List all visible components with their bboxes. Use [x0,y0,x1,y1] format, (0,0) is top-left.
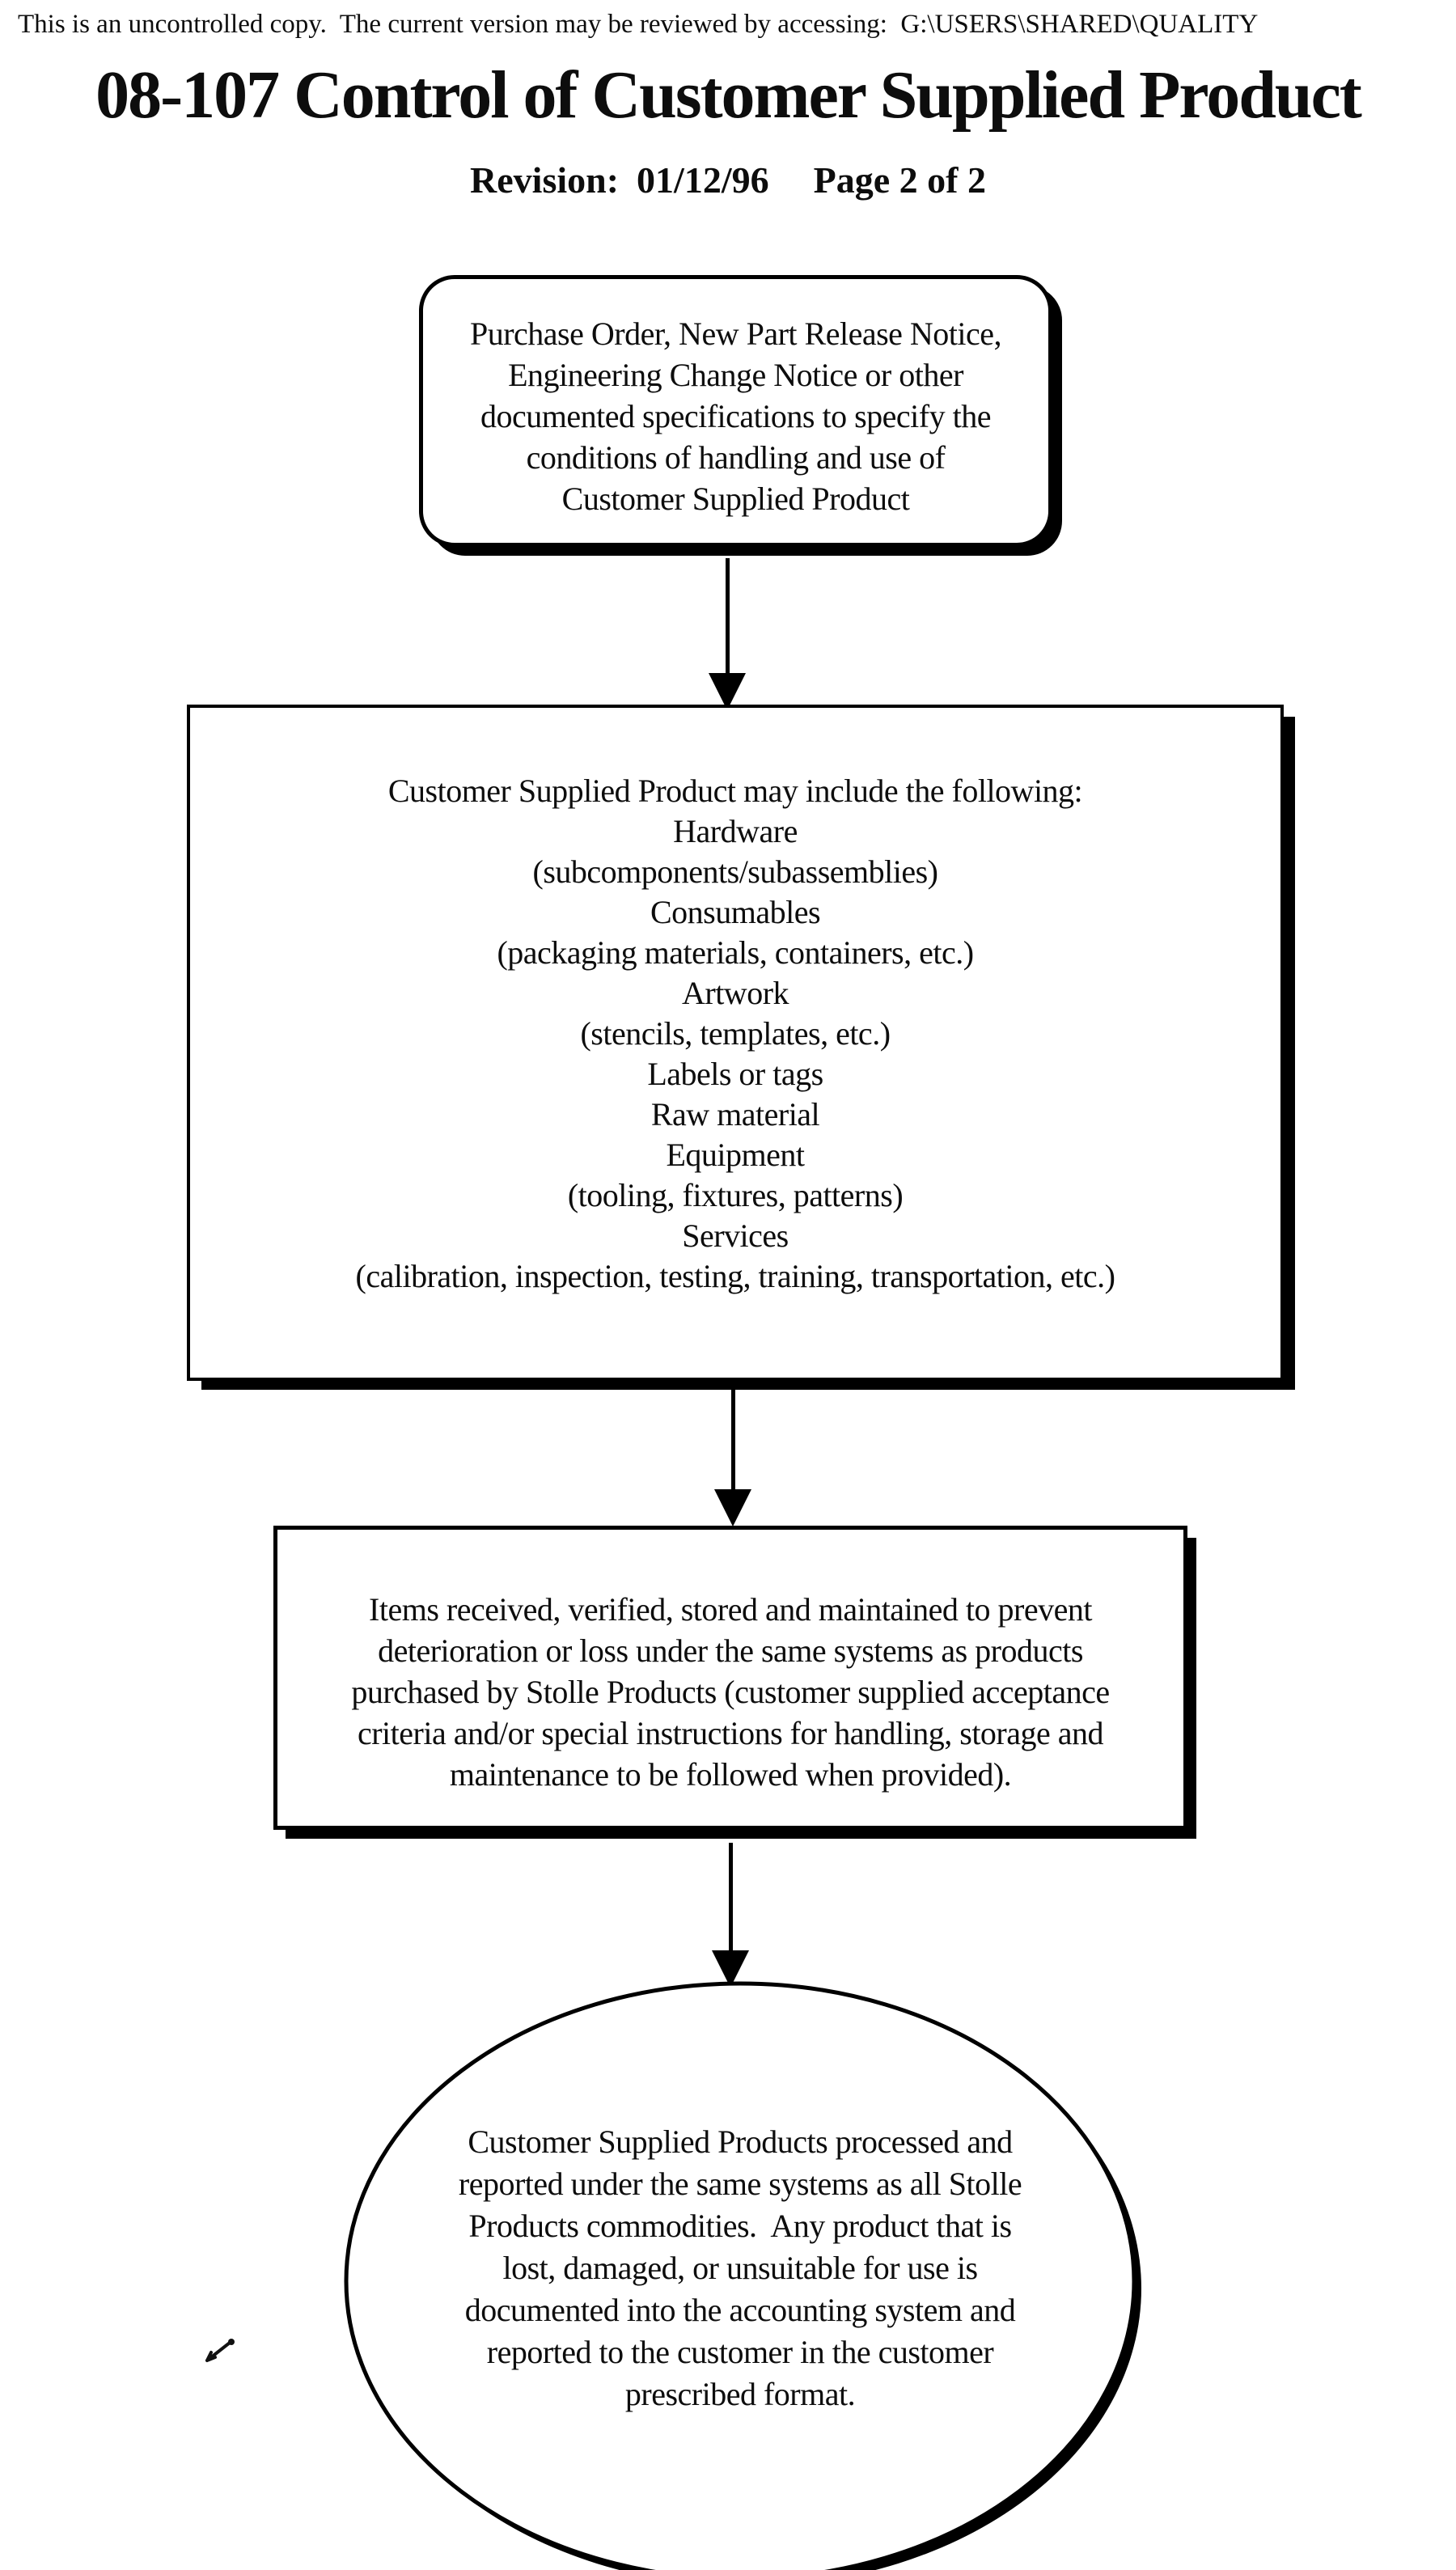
text-line: Consumables [650,894,821,930]
stray-pen-mark [205,2339,235,2362]
text-line: (packaging materials, containers, etc.) [497,934,974,971]
text-line: (tooling, fixtures, patterns) [567,1177,904,1213]
text-line: Purchase Order, New Part Release Notice, [469,315,1002,352]
text-line: Customer Supplied Product [561,481,910,517]
arrowhead-down-icon [714,1489,751,1526]
text-line: lost, damaged, or unsuitable for use is [502,2250,978,2286]
text-line: Products commodities. Any product that i… [468,2208,1012,2244]
text-line: reported under the same systems as all S… [458,2166,1022,2202]
text-line: Items received, verified, stored and mai… [369,1591,1092,1628]
arrow-shaft [726,558,730,676]
text-line: Labels or tags [647,1056,823,1092]
end-node-processing: Customer Supplied Products processed and… [380,2121,1100,2415]
text-line: criteria and/or special instructions for… [357,1715,1104,1751]
text-line: prescribed format. [624,2376,856,2412]
text-line: (subcomponents/subassemblies) [532,853,939,890]
text-line: deterioration or loss under the same sys… [378,1632,1083,1669]
arrow-shaft [731,1387,735,1492]
end-node-ellipse-shape [344,1981,1141,2570]
text-line: documented into the accounting system an… [464,2292,1016,2328]
text-line: (stencils, templates, etc.) [580,1015,891,1052]
revision-label: Revision: [470,159,620,201]
text-line: Hardware [673,813,798,849]
arrow-shaft [729,1843,733,1953]
start-node-specifications: Purchase Order, New Part Release Notice,… [419,275,1052,547]
text-line: Equipment [666,1137,805,1173]
text-line: documented specifications to specify the [480,398,991,434]
arrowhead-down-icon [712,1950,749,1988]
text-line: Artwork [681,975,789,1011]
process-node-storage: Items received, verified, stored and mai… [273,1526,1187,1830]
arrowhead-down-icon [709,673,746,710]
text-line: (calibration, inspection, testing, train… [355,1258,1115,1294]
text-line: purchased by Stolle Products (customer s… [351,1674,1110,1710]
text-line: maintenance to be followed when provided… [449,1756,1012,1793]
text-line: conditions of handling and use of [526,439,946,476]
page-number: Page 2 of 2 [813,159,986,201]
text-line: Services [682,1217,789,1254]
ellipse-outline [344,1981,1136,2570]
process-node-product-types: Customer Supplied Product may include th… [187,705,1284,1381]
text-line: Engineering Change Notice or other [508,357,963,393]
uncontrolled-copy-note: This is an uncontrolled copy. The curren… [18,10,1259,39]
text-line: reported to the customer in the customer [486,2334,994,2370]
text-line: Customer Supplied Products processed and [468,2123,1013,2160]
revision-date: 01/12/96 [637,159,769,201]
text-line: Customer Supplied Product may include th… [387,773,1083,809]
revision-line: Revision: 01/12/96 Page 2 of 2 [0,159,1456,201]
text-line: Raw material [650,1096,820,1133]
page-title: 08-107 Control of Customer Supplied Prod… [95,57,1362,133]
